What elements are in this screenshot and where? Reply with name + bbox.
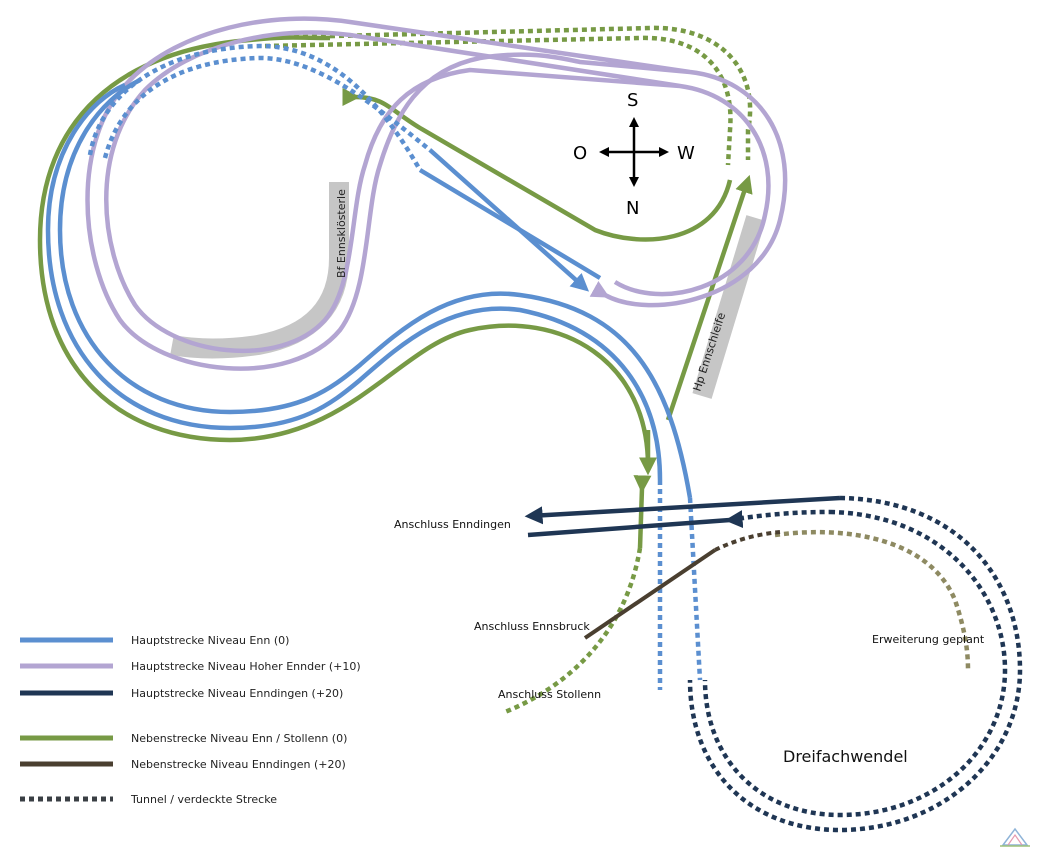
legend: Hauptstrecke Niveau Enn (0) Hauptstrecke… [20, 634, 361, 806]
compass-o: O [573, 143, 587, 164]
brown-tunnel [714, 530, 781, 552]
compass: S O W N [573, 90, 695, 219]
blue-tunnel-top-2 [87, 43, 422, 172]
erweiterung-path [774, 529, 971, 671]
dreifachwendel-helix [687, 495, 1023, 833]
erweiterung-track [774, 529, 971, 671]
label-anschluss-enndingen: Anschluss Enndingen [394, 518, 511, 531]
navy-arrow-east [527, 510, 744, 538]
station-label-ennsklosterle: Bf Ennsklösterle [335, 189, 348, 278]
brown-solid [583, 548, 717, 640]
lilac-loop-inner [104, 30, 771, 354]
legend-label-1: Hauptstrecke Niveau Hoher Ennder (+10) [131, 660, 361, 673]
hauptstrecke-enn [45, 77, 693, 499]
helix-ring-outer [687, 495, 1023, 833]
compass-w: W [677, 143, 695, 164]
helix-ring-middle [702, 509, 1008, 818]
nebenstrecke-enndingen [583, 530, 781, 640]
green-inner-branch [342, 87, 733, 242]
hauptstrecke-hoher-ennder [85, 16, 788, 371]
legend-label-5: Tunnel / verdeckte Strecke [130, 793, 277, 806]
blue-diagonal-2 [418, 168, 602, 280]
navy-arrow-west [524, 495, 841, 525]
blue-tunnel-down-1 [687, 497, 703, 681]
legend-label-0: Hauptstrecke Niveau Enn (0) [131, 634, 289, 647]
blue-diagonal-1 [428, 148, 590, 292]
legend-label-2: Hauptstrecke Niveau Enndingen (+20) [131, 687, 343, 700]
compass-s: S [627, 90, 638, 111]
label-anschluss-ennsbruck: Anschluss Ennsbruck [474, 620, 590, 633]
green-tunnel-stollenn [504, 547, 643, 715]
lilac-loop-outer [85, 16, 788, 371]
corner-logo [1000, 827, 1030, 847]
blue-inner [45, 82, 663, 481]
nebenstrecke-tunnel [257, 25, 753, 715]
legend-label-4: Nebenstrecke Niveau Enndingen (+20) [131, 758, 346, 771]
green-stollenn-solid [633, 475, 652, 549]
compass-n: N [626, 198, 639, 219]
blue-tunnels [87, 43, 703, 690]
legend-label-3: Nebenstrecke Niveau Enn / Stollenn (0) [131, 732, 347, 745]
label-anschluss-stollenn: Anschluss Stollenn [498, 688, 601, 701]
green-outer-loop [37, 35, 651, 471]
platforms [170, 182, 766, 399]
hauptstrecke-enndingen [524, 495, 841, 538]
helix-ring-inner [729, 509, 831, 523]
platform-ennschleife [692, 215, 766, 399]
green-tunnel-top [257, 25, 753, 160]
nebenstrecke-enn-stollenn [37, 35, 753, 549]
platform-ennsklosterle [170, 182, 349, 359]
green-ennschleife-track [665, 174, 753, 421]
label-erweiterung: Erweiterung geplant [872, 633, 985, 646]
green-tunnel-inner [264, 35, 733, 166]
blue-outer [57, 77, 693, 499]
label-dreifachwendel: Dreifachwendel [783, 747, 908, 766]
